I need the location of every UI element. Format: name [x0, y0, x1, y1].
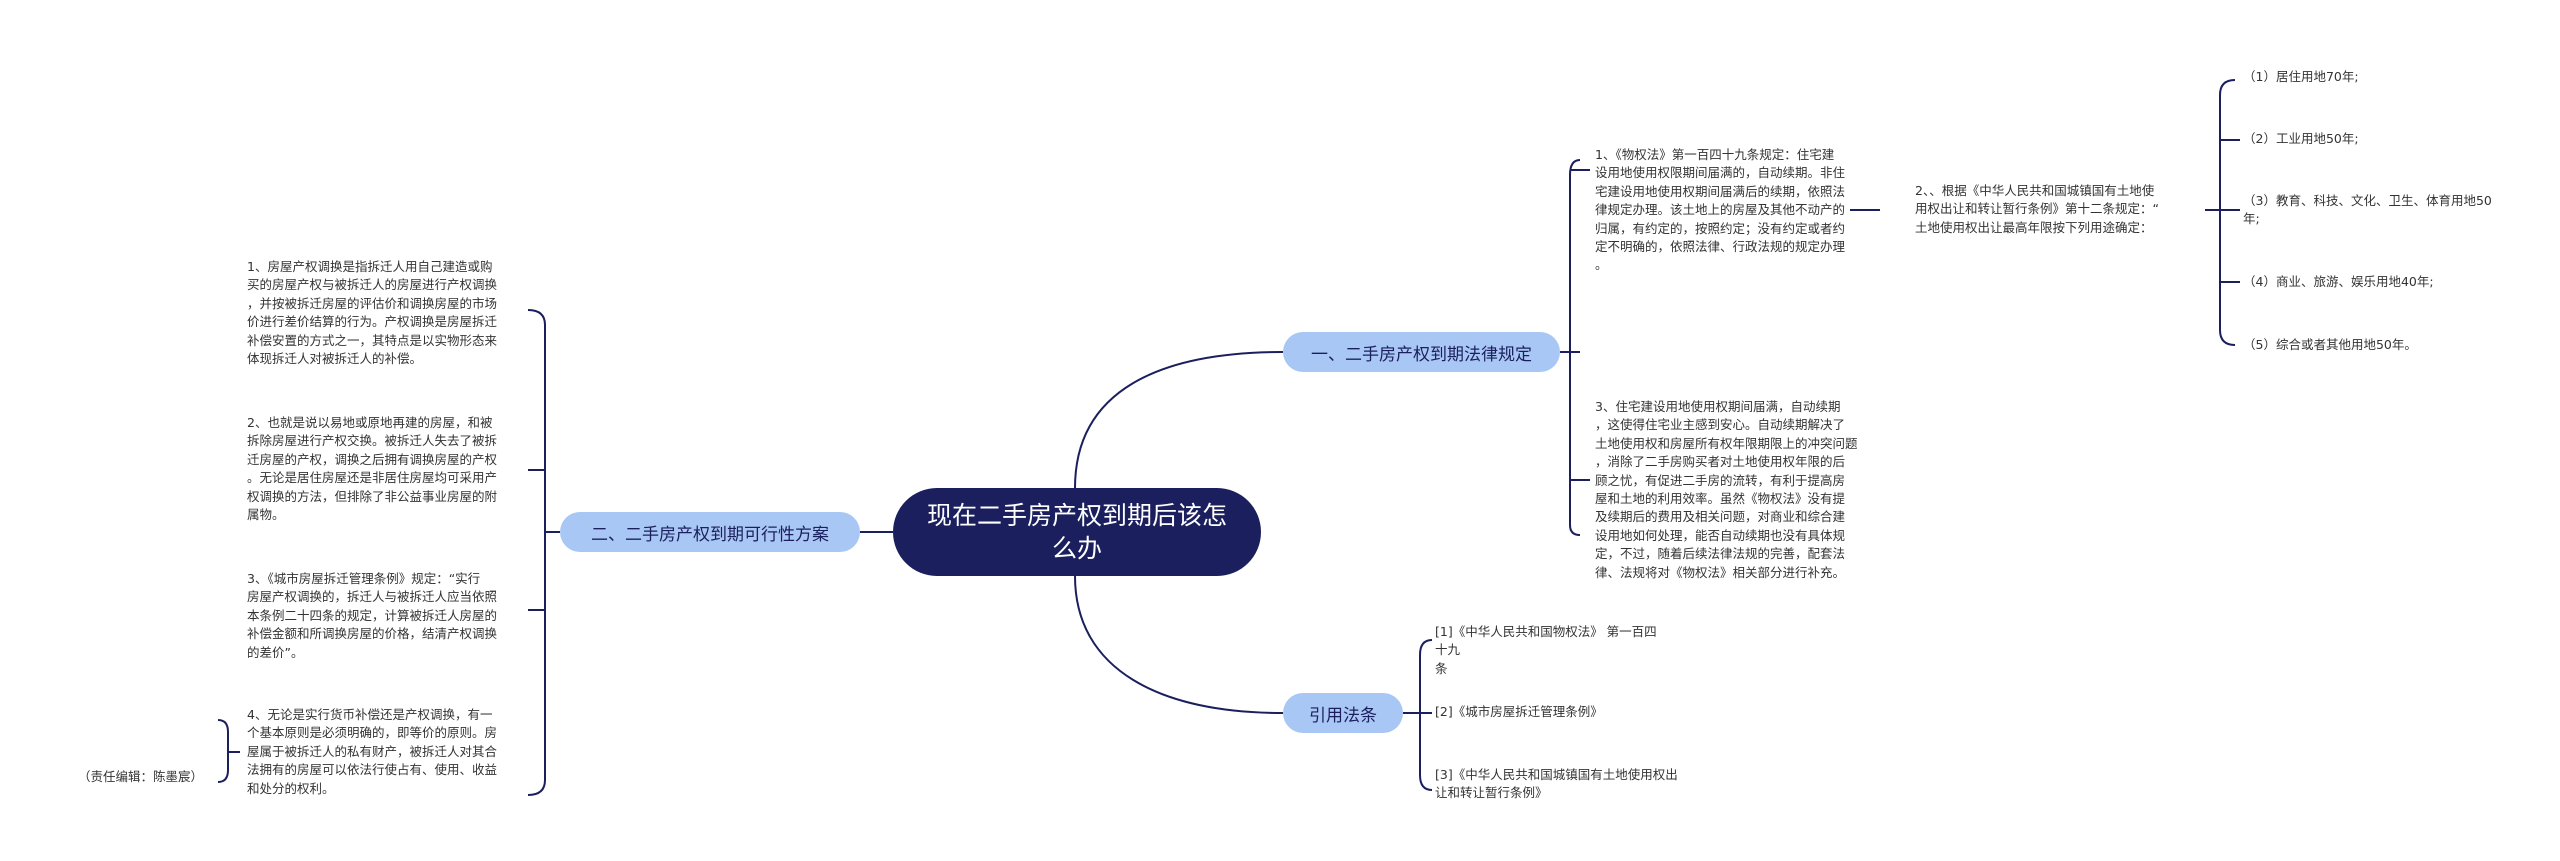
land-use-residential[interactable]: （1）居住用地70年; [2243, 69, 2359, 84]
law-item-2[interactable]: 2、、根据《中华人民共和国城镇国有土地使 用权出让和转让暂行条例》第十二条规定：… [1915, 183, 2159, 235]
law-item-1[interactable]: 1、《物权法》第一百四十九条规定：住宅建 设用地使用权限期间届满的，自动续期。非… [1595, 147, 1846, 273]
link-editor-bracket [217, 719, 240, 783]
land-use-industrial[interactable]: （2）工业用地50年; [2243, 131, 2359, 146]
branch-law[interactable]: 一、二手房产权到期法律规定 [1283, 332, 1560, 372]
ref-item-2[interactable]: [2]《城市房屋拆迁管理条例》 [1435, 704, 1603, 719]
feasibility-item-4[interactable]: 4、无论是实行货币补偿还是产权调换，有一 个基本原则是必须明确的，即等价的原则。… [247, 707, 498, 796]
branch-feasibility-label: 二、二手房产权到期可行性方案 [591, 524, 829, 545]
branch-refs[interactable]: 引用法条 [1283, 693, 1403, 733]
feasibility-item-3[interactable]: 3、《城市房屋拆迁管理条例》规定：“实行 房屋产权调换的，拆迁人与被拆迁人应当依… [247, 571, 498, 660]
link-refs-bracket [1419, 639, 1433, 791]
feasibility-item-1[interactable]: 1、房屋产权调换是指拆迁人用自己建造或购 买的房屋产权与被拆迁人的房屋进行产权调… [247, 259, 498, 367]
link-feas-bracket [527, 309, 546, 796]
branch-refs-label: 引用法条 [1309, 705, 1377, 726]
land-use-commercial[interactable]: （4）商业、旅游、娱乐用地40年; [2243, 274, 2434, 289]
link-sub-bracket [2219, 79, 2236, 346]
ref-item-3[interactable]: [3]《中华人民共和国城镇国有土地使用权出 让和转让暂行条例》 [1435, 767, 1678, 801]
land-use-other[interactable]: （5）综合或者其他用地50年。 [2243, 337, 2417, 352]
central-topic-label: 现在二手房产权到期后该怎么办 [926, 501, 1227, 563]
link-law-bracket [1560, 159, 1581, 536]
branch-law-label: 一、二手房产权到期法律规定 [1311, 344, 1532, 365]
branch-feasibility[interactable]: 二、二手房产权到期可行性方案 [560, 512, 860, 552]
central-topic[interactable]: 现在二手房产权到期后该怎么办 [893, 488, 1261, 576]
ref-item-1[interactable]: [1]《中华人民共和国物权法》 第一百四十九 条 [1435, 624, 1657, 676]
editor-note: （责任编辑：陈墨宸） [78, 769, 204, 784]
law-item-3[interactable]: 3、住宅建设用地使用权期间届满，自动续期 ，这使得住宅业主感到安心。自动续期解决… [1595, 399, 1858, 580]
land-use-education[interactable]: （3）教育、科技、文化、卫生、体育用地50 年; [2243, 193, 2492, 226]
link-central-refs [1074, 575, 1284, 714]
link-central-law [1074, 351, 1284, 489]
feasibility-item-2[interactable]: 2、也就是说以易地或原地再建的房屋，和被 拆除房屋进行产权交换。被拆迁人失去了被… [247, 415, 498, 523]
